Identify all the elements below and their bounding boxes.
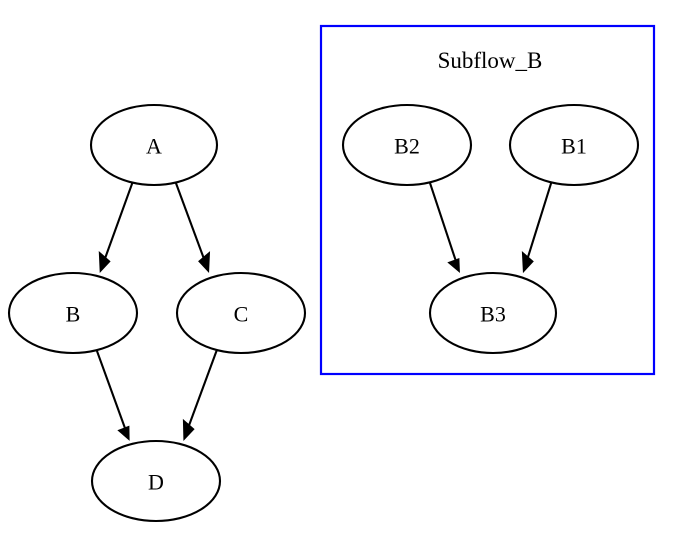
node-shape-b1[interactable]: [508, 103, 640, 187]
node-shape-b2[interactable]: [341, 103, 473, 187]
edge-a-to-b[interactable]: [98, 179, 135, 274]
cluster-label-subflow-b: Subflow_B: [438, 48, 543, 73]
edge-c-to-d[interactable]: [182, 347, 219, 442]
node-label-b2: B2: [394, 134, 420, 159]
node-label-b3: B3: [480, 302, 506, 327]
edge-line-a-c: [173, 179, 206, 261]
node-shape-b[interactable]: [7, 271, 139, 355]
edge-b2-to-b3[interactable]: [428, 179, 460, 274]
arrowhead-icon: [198, 251, 211, 274]
node-label-d: D: [148, 470, 164, 495]
edge-line-c-d: [187, 347, 219, 428]
node-b[interactable]: B: [7, 271, 139, 355]
node-label-a: A: [146, 134, 162, 159]
node-a[interactable]: A: [89, 103, 219, 187]
arrowhead-icon: [98, 250, 111, 274]
edge-b-to-d[interactable]: [95, 347, 130, 441]
node-shape-c[interactable]: [175, 271, 307, 355]
edge-line-b2-b3: [428, 179, 457, 260]
node-b1[interactable]: B1: [508, 103, 640, 187]
arrowhead-icon: [521, 251, 534, 274]
node-label-c: C: [234, 302, 249, 327]
edges-layer: [95, 179, 554, 442]
node-label-b: B: [66, 302, 81, 327]
edge-a-to-c[interactable]: [173, 179, 211, 274]
edge-line-b1-b3: [526, 179, 554, 260]
arrowhead-icon: [182, 418, 195, 442]
node-shape-b3[interactable]: [428, 271, 558, 355]
edge-line-b-d: [95, 347, 126, 428]
node-b3[interactable]: B3: [428, 271, 558, 355]
node-b2[interactable]: B2: [341, 103, 473, 187]
node-label-b1: B1: [561, 134, 587, 159]
edge-b1-to-b3[interactable]: [521, 179, 554, 274]
node-d[interactable]: D: [90, 439, 222, 523]
arrowhead-icon: [117, 425, 130, 441]
edge-line-a-b: [103, 179, 135, 260]
arrowhead-icon: [447, 257, 460, 274]
node-shape-a[interactable]: [89, 103, 219, 187]
node-c[interactable]: C: [175, 271, 307, 355]
node-shape-d[interactable]: [90, 439, 222, 523]
nodes-layer: A B C D B2 B1: [7, 103, 640, 523]
